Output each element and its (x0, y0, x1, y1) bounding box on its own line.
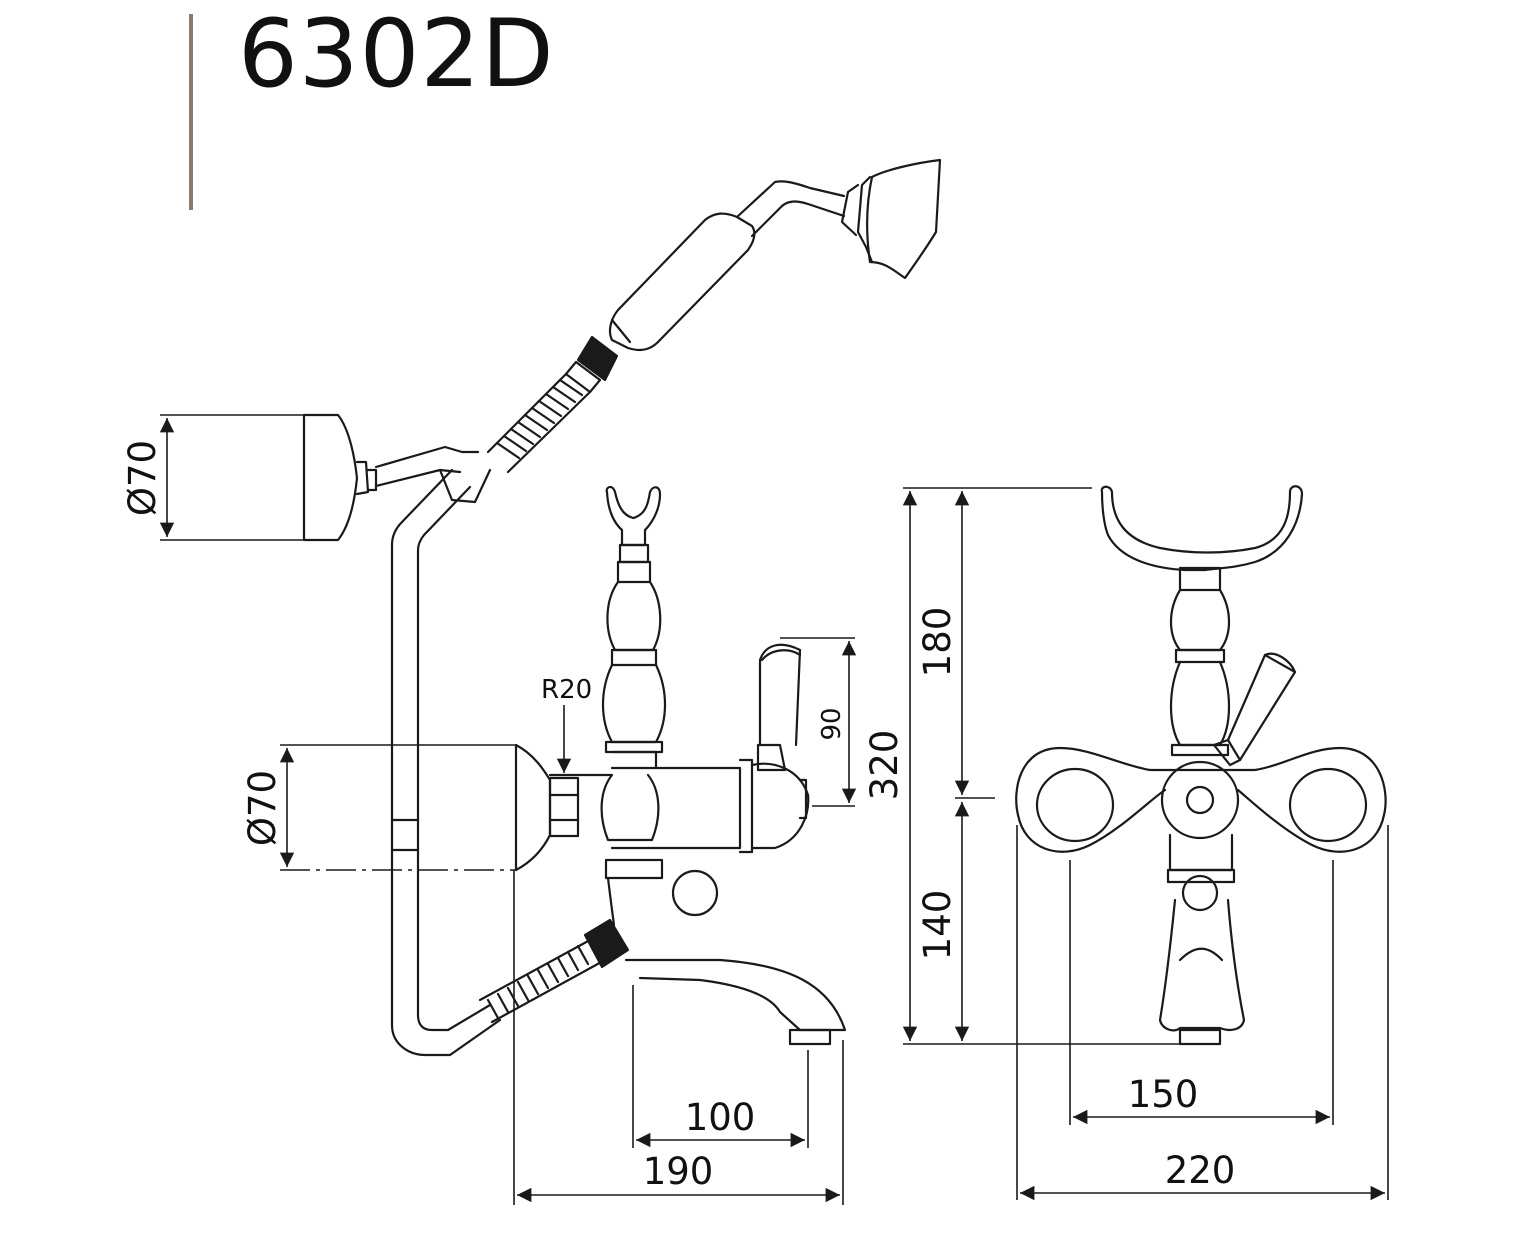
dim-handle-height: 90 (817, 707, 847, 740)
upper-hose (486, 372, 592, 474)
dim-upper-height: 180 (916, 607, 959, 678)
dimension-labels: Ø70 Ø70 R20 90 320 180 140 100 190 150 2… (121, 440, 1235, 1193)
dim-spout-projection: 100 (685, 1096, 756, 1139)
dim-centers: 150 (1128, 1073, 1199, 1116)
upper-hose-nut (564, 335, 619, 394)
hose-loop (390, 468, 502, 1057)
dim-front-width: 220 (1165, 1149, 1236, 1192)
dim-lower-height: 140 (916, 890, 959, 961)
dim-radius: R20 (541, 675, 592, 705)
hand-shower (608, 158, 942, 352)
model-title: 6302D (238, 0, 555, 109)
mixer-front-view (1015, 485, 1387, 1046)
handshower-holder (302, 413, 492, 542)
dim-total-height: 320 (863, 730, 906, 801)
mixer-side-view (514, 485, 847, 1046)
dimension-lines (159, 414, 1389, 1205)
dim-holder-diameter: Ø70 (121, 440, 164, 516)
lower-hose (478, 918, 630, 1024)
header-accent-bar (189, 14, 193, 210)
dim-side-depth: 190 (643, 1150, 714, 1193)
dim-flange-diameter: Ø70 (241, 770, 284, 846)
